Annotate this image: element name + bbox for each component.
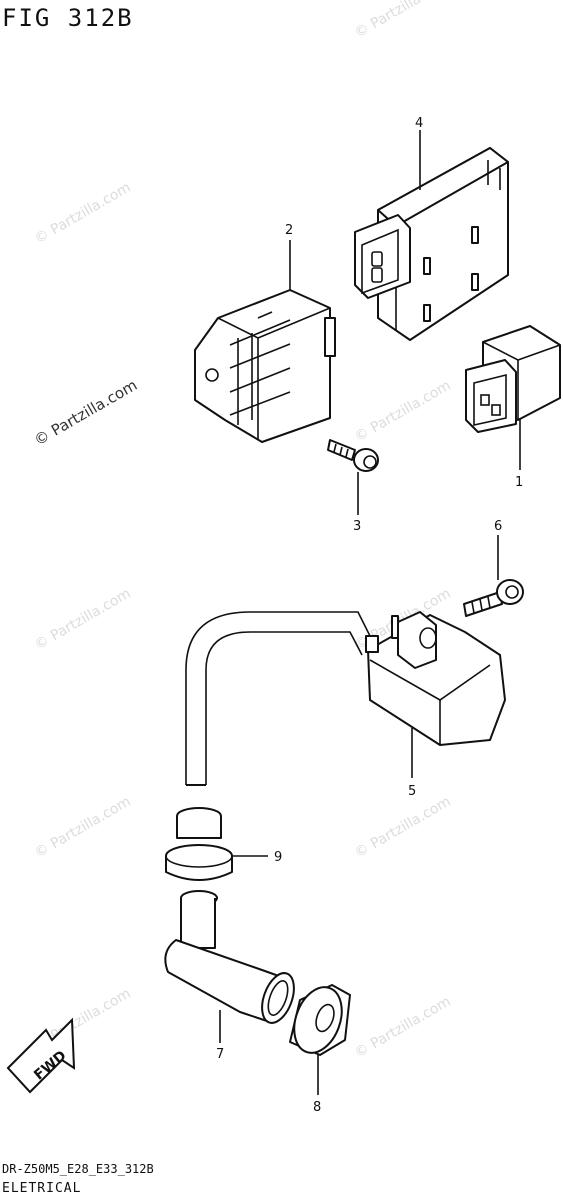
callout-2: 2: [285, 223, 293, 238]
part-7-plug-cap: [164, 890, 295, 1024]
callout-5: 5: [408, 784, 416, 799]
callout-1: 1: [515, 475, 523, 490]
watermark-prominent: © Partzilla.com: [31, 376, 140, 449]
callout-3: 3: [353, 519, 361, 534]
part-5-ignition-coil: [185, 611, 506, 786]
callout-7: 7: [216, 1047, 224, 1062]
watermark: © Partzilla.com: [352, 994, 454, 1062]
callout-9: 9: [274, 850, 282, 865]
watermark: © Partzilla.com: [352, 378, 454, 446]
watermark: © Partzilla.com: [352, 794, 454, 862]
callout-8: 8: [313, 1100, 321, 1115]
part-2-regulator: [194, 289, 336, 443]
part-1-connector: [465, 325, 561, 433]
watermark: © Partzilla.com: [32, 180, 134, 248]
watermark: © Partzilla.com: [32, 586, 134, 654]
part-3-bolt: [327, 439, 379, 472]
leader-lines: [219, 130, 521, 1095]
callout-6: 6: [494, 519, 502, 534]
part-8-seal: [289, 984, 351, 1056]
part-4-control-unit: [354, 147, 509, 341]
figure-title: FIG 312B: [2, 4, 134, 32]
watermark: © Partzilla.com: [32, 794, 134, 862]
watermarks: © Partzilla.com © Partzilla.com © Partzi…: [31, 0, 454, 1061]
callout-4: 4: [415, 116, 423, 131]
part-6-bolt: [463, 579, 524, 617]
watermark: © Partzilla.com: [352, 0, 454, 41]
fwd-arrow: FWD: [6, 1017, 76, 1094]
diagram-category: ELETRICAL: [2, 1181, 82, 1196]
diagram-code: DR-Z50M5_E28_E33_312B: [2, 1162, 154, 1176]
callouts: 1 2 3 4 5 6 7 8 9: [216, 116, 523, 1115]
part-9-grommet: [165, 807, 233, 881]
